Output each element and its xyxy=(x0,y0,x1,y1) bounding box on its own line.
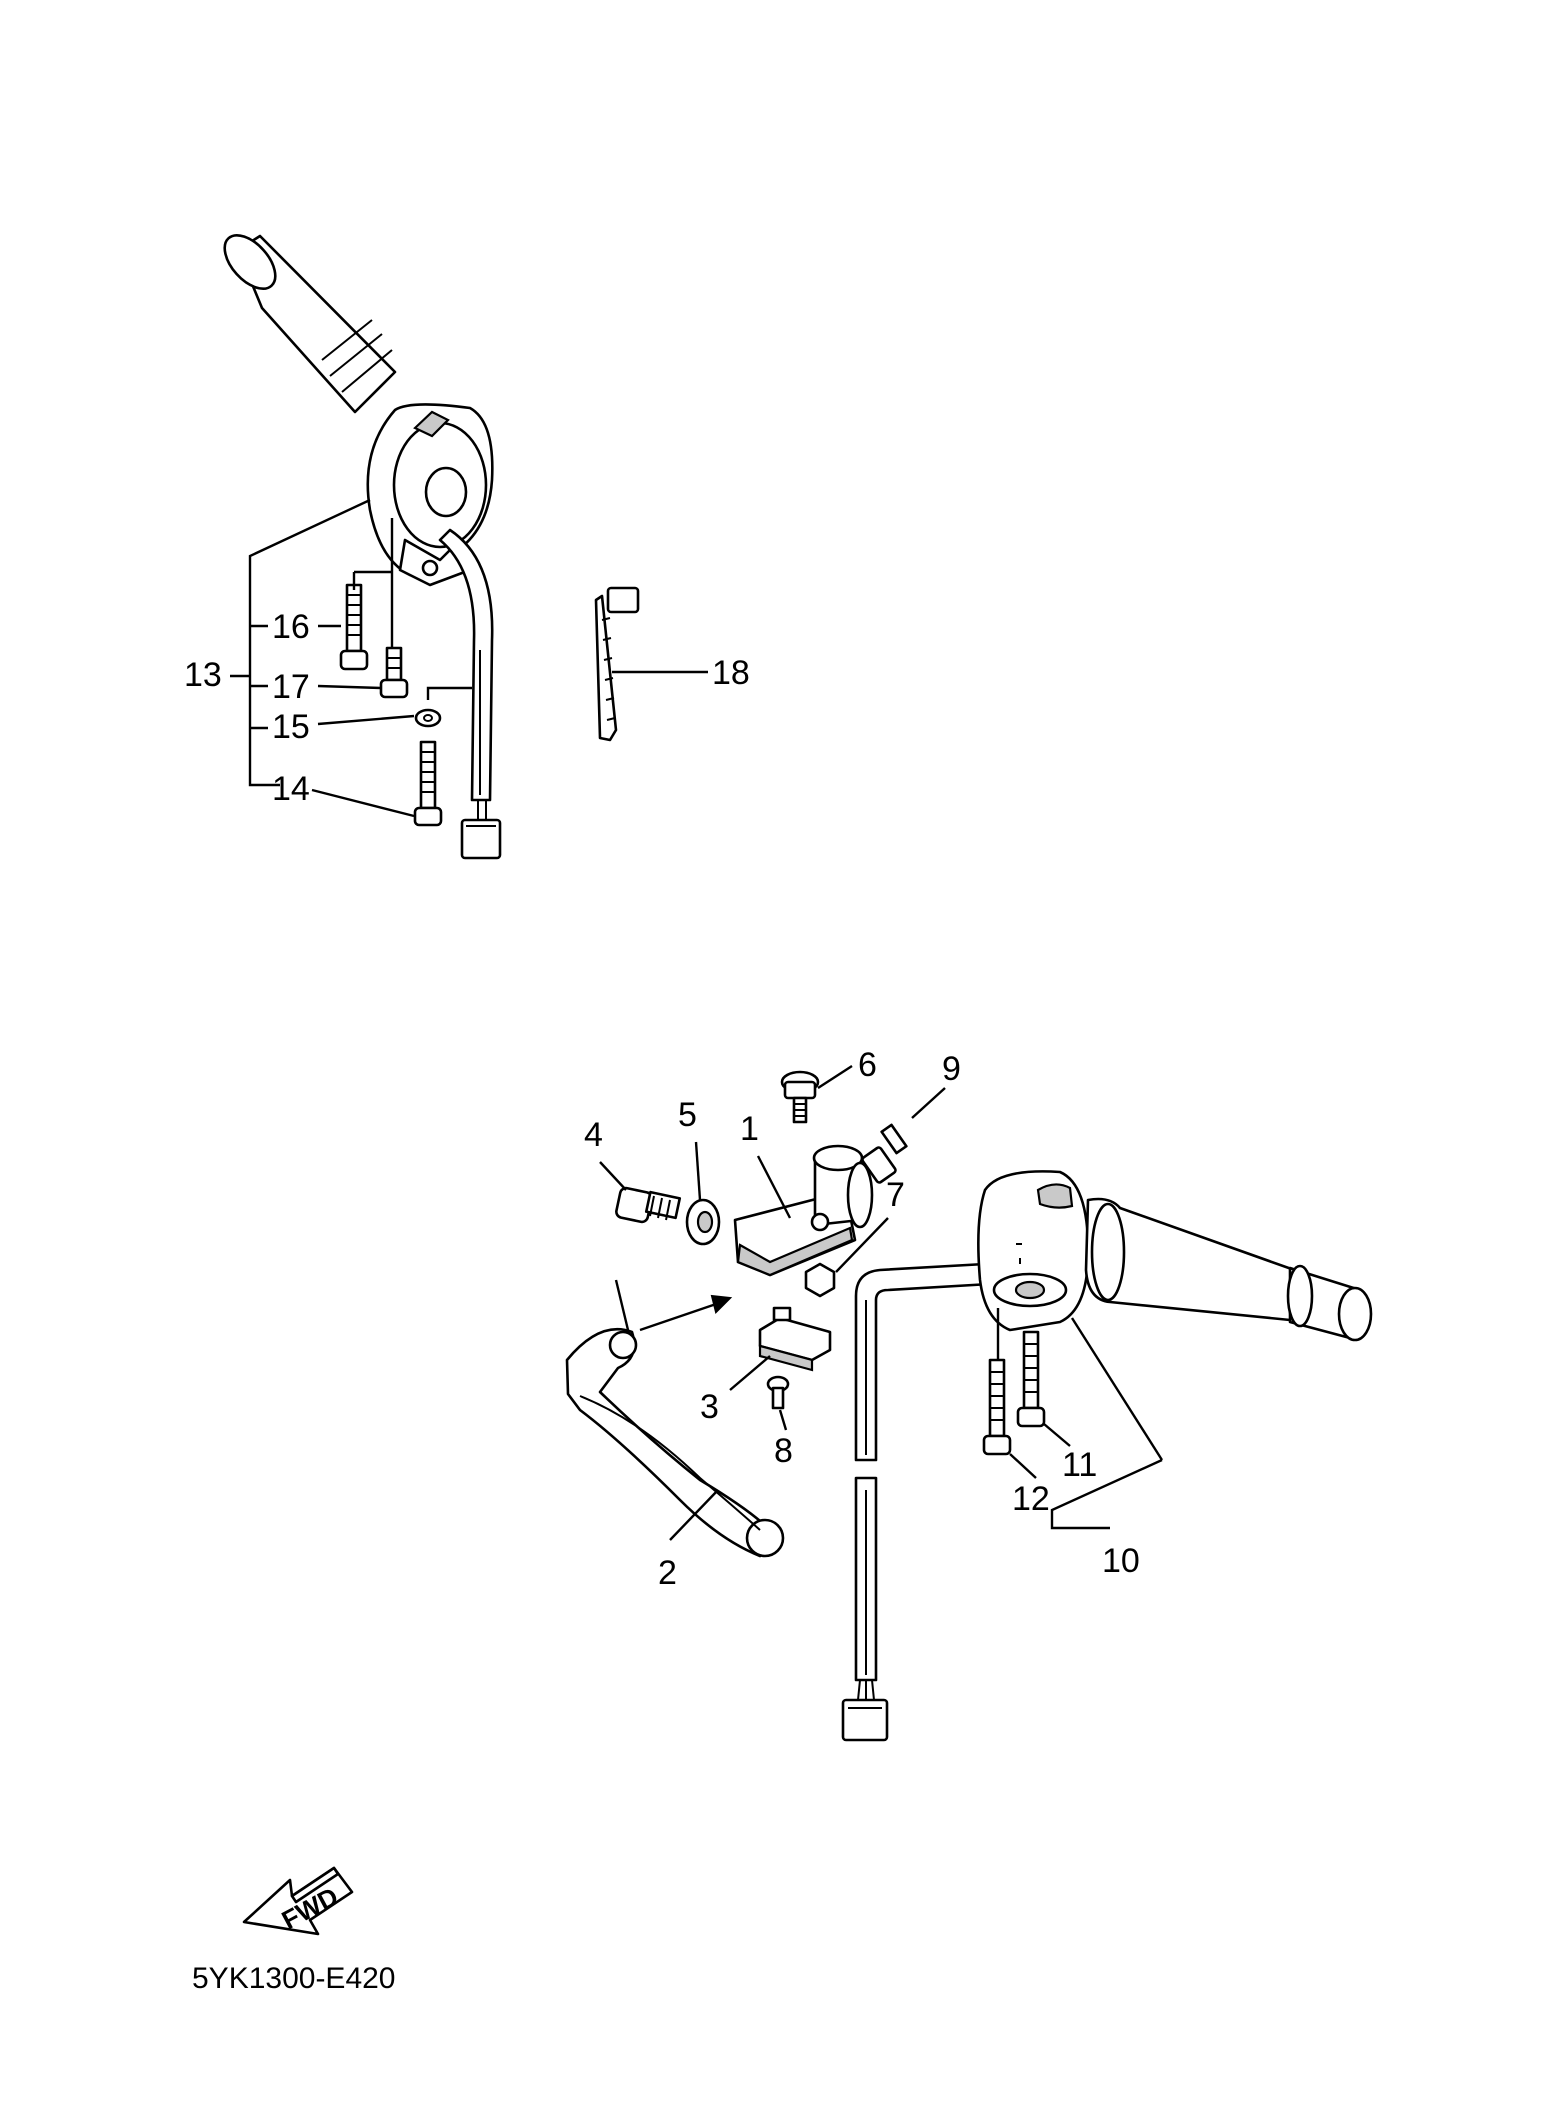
diagram-code: 5YK1300-E420 xyxy=(192,1962,396,1995)
screw-17 xyxy=(379,646,409,699)
callout-3: 3 xyxy=(700,1388,719,1426)
callout-15-leader xyxy=(317,714,415,726)
locknut-5: 5 xyxy=(678,1096,721,1246)
lever-2: 2 xyxy=(565,1279,785,1592)
callout-4: 4 xyxy=(584,1116,603,1154)
callout-11-leader xyxy=(1043,1423,1071,1447)
washer-15 xyxy=(414,708,442,728)
callout-13-bracket xyxy=(230,498,371,787)
bolt-9: 9 xyxy=(861,1050,961,1184)
callout-7: 7 xyxy=(886,1176,905,1214)
callout-6: 6 xyxy=(858,1046,877,1084)
right-switch-coupler xyxy=(841,1698,889,1742)
right-handlebar-switch-assembly: 12 11 10 xyxy=(841,1170,1373,1742)
callout-12-leader xyxy=(1009,1453,1037,1479)
screw-8: 8 xyxy=(766,1375,793,1470)
bolt-6: 6 xyxy=(780,1046,877,1124)
callout-8: 8 xyxy=(774,1432,793,1470)
nut-7: 7 xyxy=(804,1176,905,1298)
assembly-direction-arrow xyxy=(639,1294,733,1332)
callout-18: 18 xyxy=(712,654,750,692)
callout-17-leader xyxy=(317,684,382,690)
clutch-switch-3: 3 xyxy=(700,1306,832,1426)
callout-13: 13 xyxy=(184,656,222,694)
callout-15: 15 xyxy=(272,708,310,746)
callout-2: 2 xyxy=(658,1554,677,1592)
right-switch-housing xyxy=(977,1170,1090,1332)
left-handlebar-switch-assembly: 16 17 15 14 13 xyxy=(184,234,502,860)
callout-5: 5 xyxy=(678,1096,697,1134)
screw-12 xyxy=(982,1358,1012,1456)
callout-9: 9 xyxy=(942,1050,961,1088)
screw-16 xyxy=(339,583,369,671)
right-grip xyxy=(1084,1197,1373,1342)
callout-14: 14 xyxy=(272,770,310,808)
callout-10-bracket xyxy=(1050,1317,1164,1530)
callout-14-leader xyxy=(311,788,415,818)
callout-11: 11 xyxy=(1062,1446,1097,1484)
adjuster-bolt-4: 4 xyxy=(584,1116,682,1224)
right-switch-wire-harness xyxy=(841,1262,992,1742)
left-grip xyxy=(223,234,397,414)
callout-17: 17 xyxy=(272,668,310,706)
callout-1: 1 xyxy=(740,1110,759,1148)
callout-12: 12 xyxy=(1012,1480,1050,1518)
callout-10: 10 xyxy=(1102,1542,1140,1580)
callout-16: 16 xyxy=(272,608,310,646)
lever-holder-1 xyxy=(733,1144,874,1277)
left-switch-wire-harness xyxy=(438,528,502,860)
fwd-arrow-badge: FWD xyxy=(242,1866,354,1936)
screw-14 xyxy=(413,740,443,827)
left-switch-coupler xyxy=(460,818,502,860)
cable-tie-18: 18 xyxy=(594,586,750,742)
screw-11 xyxy=(1016,1330,1046,1428)
